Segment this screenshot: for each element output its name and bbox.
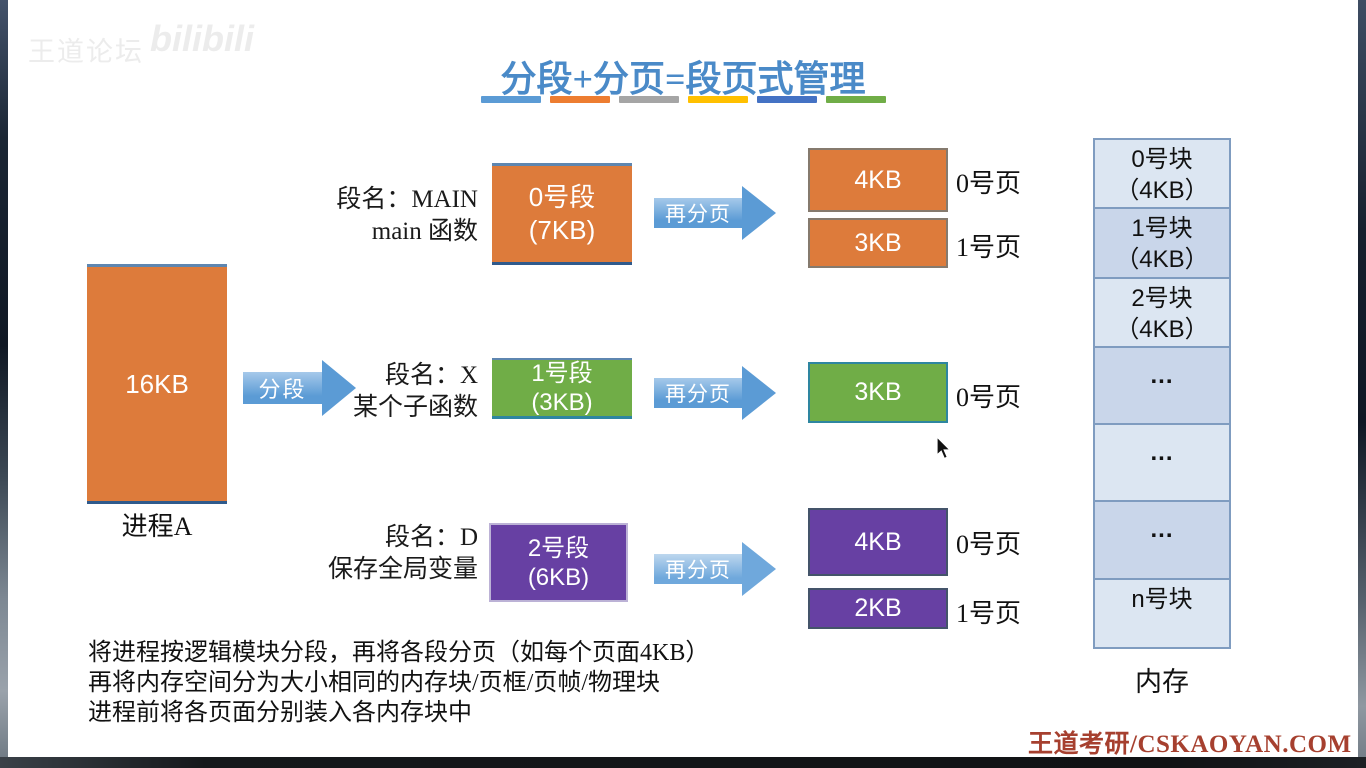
segment2-page1-label: 1号页 — [956, 599, 1022, 628]
memory-block-1: 1号块 （4KB） — [1094, 208, 1230, 278]
memory-column: 0号块 （4KB） 1号块 （4KB） 2号块 （4KB） ... ... ..… — [1093, 138, 1231, 649]
segment2-page0-size: 4KB — [854, 527, 902, 556]
memory-block-6: n号块 — [1094, 578, 1230, 648]
segment0-page1-label: 1号页 — [956, 233, 1022, 262]
bilibili-logo: bilibili — [150, 18, 254, 59]
segment0-name: 段名：MAIN main 函数 — [320, 184, 478, 248]
segment1-page0-box: 3KB — [808, 362, 948, 423]
segment0-page0-box: 4KB — [808, 148, 948, 212]
memory-block-4-line1: ... — [1150, 439, 1174, 467]
segment2-page0-label: 0号页 — [956, 530, 1022, 559]
process-a-box: 16KB — [87, 264, 227, 504]
slide-title: 分段+分页=段页式管理 — [500, 59, 866, 99]
segment0-box: 0号段 (7KB) — [492, 163, 632, 265]
segment1-box-line2: (3KB) — [531, 389, 593, 416]
mouse-cursor-icon — [936, 437, 952, 460]
video-left-edge — [0, 0, 8, 768]
memory-block-6-line1: n号块 — [1131, 585, 1193, 613]
video-right-edge — [1358, 0, 1366, 768]
memory-block-0: 0号块 （4KB） — [1094, 139, 1230, 209]
repage-arrow-row1: 再分页 — [654, 186, 776, 240]
memory-block-2-line2: （4KB） — [1115, 315, 1209, 343]
note-line-1: 将进程按逻辑模块分段，再将各段分页（如每个页面4KB） — [88, 640, 710, 666]
segment2-box-line2: (6KB) — [527, 563, 590, 591]
segment0-name-line1: 段名：MAIN — [336, 186, 478, 213]
repage-arrow-row3-label: 再分页 — [654, 554, 742, 584]
underline-segment — [687, 96, 748, 103]
segmenting-arrow-head-icon — [322, 360, 356, 416]
video-bottom-bar — [0, 757, 1366, 768]
segment2-box: 2号段 (6KB) — [489, 523, 628, 602]
segment0-page1-box: 3KB — [808, 218, 948, 268]
segment2-page1-size: 2KB — [854, 594, 902, 622]
segment1-box: 1号段 (3KB) — [492, 358, 632, 419]
repage-arrow-row2-label: 再分页 — [654, 378, 742, 408]
segment2-page0-box: 4KB — [808, 508, 948, 576]
memory-block-1-line1: 1号块 — [1131, 215, 1193, 243]
underline-segment — [756, 96, 817, 103]
segment1-page0-label: 0号页 — [956, 383, 1022, 412]
underline-segment — [480, 96, 541, 103]
repage-arrow-row3: 再分页 — [654, 542, 776, 596]
watermark-wangdao-forum: 王道论坛 — [28, 37, 144, 67]
memory-block-3: ... — [1094, 346, 1230, 425]
memory-block-1-line2: （4KB） — [1115, 246, 1209, 274]
note-line-3: 进程前将各页面分别装入各内存块中 — [88, 700, 472, 726]
note-line-2: 再将内存空间分为大小相同的内存块/页框/页帧/物理块 — [88, 670, 661, 696]
brand-watermark: 王道考研/CSKAOYAN.COM — [1028, 731, 1352, 758]
memory-block-0-line1: 0号块 — [1131, 146, 1193, 173]
segment1-name-line1: 段名：X — [384, 362, 478, 389]
repage-arrow-row2-head-icon — [742, 366, 776, 420]
segment0-page0-size: 4KB — [854, 165, 902, 194]
segment1-name: 段名：X 某个子函数 — [320, 360, 478, 424]
segmenting-arrow-label: 分段 — [243, 372, 322, 404]
repage-arrow-row1-head-icon — [742, 186, 776, 240]
segment1-box-line1: 1号段 — [531, 360, 593, 387]
segment2-name: 段名：D 保存全局变量 — [300, 522, 478, 586]
process-name: 进程A — [121, 512, 193, 541]
segment2-box-line1: 2号段 — [527, 534, 590, 562]
memory-caption: 内存 — [1135, 667, 1189, 697]
process-size: 16KB — [125, 368, 189, 399]
title-underline — [0, 96, 1366, 103]
memory-block-5: ... — [1094, 501, 1230, 579]
segment2-name-line1: 段名：D — [384, 524, 478, 551]
memory-block-5-line1: ... — [1150, 516, 1174, 544]
underline-segment — [825, 96, 886, 103]
notes-block: 将进程按逻辑模块分段，再将各段分页（如每个页面4KB） 再将内存空间分为大小相同… — [88, 638, 788, 728]
memory-block-3-line1: ... — [1150, 361, 1174, 389]
memory-block-0-line2: （4KB） — [1115, 177, 1209, 204]
segment2-name-line2: 保存全局变量 — [327, 556, 478, 583]
memory-block-4: ... — [1094, 424, 1230, 502]
segmenting-arrow: 分段 — [243, 360, 356, 416]
segment0-page0-label: 0号页 — [956, 169, 1022, 198]
underline-segment — [549, 96, 610, 103]
repage-arrow-row1-label: 再分页 — [654, 198, 742, 228]
segment2-page1-box: 2KB — [808, 588, 948, 629]
segment1-name-line2: 某个子函数 — [352, 394, 478, 421]
underline-segment — [618, 96, 679, 103]
segment0-box-line1: 0号段 — [528, 182, 596, 212]
segment1-page0-size: 3KB — [854, 378, 902, 406]
segment0-box-line2: (7KB) — [528, 215, 596, 245]
memory-block-2: 2号块 （4KB） — [1094, 277, 1230, 347]
segment0-name-line2: main 函数 — [371, 218, 478, 245]
memory-block-2-line1: 2号块 — [1131, 284, 1193, 312]
repage-arrow-row2: 再分页 — [654, 366, 776, 420]
segment0-page1-size: 3KB — [854, 228, 902, 257]
repage-arrow-row3-head-icon — [742, 542, 776, 596]
